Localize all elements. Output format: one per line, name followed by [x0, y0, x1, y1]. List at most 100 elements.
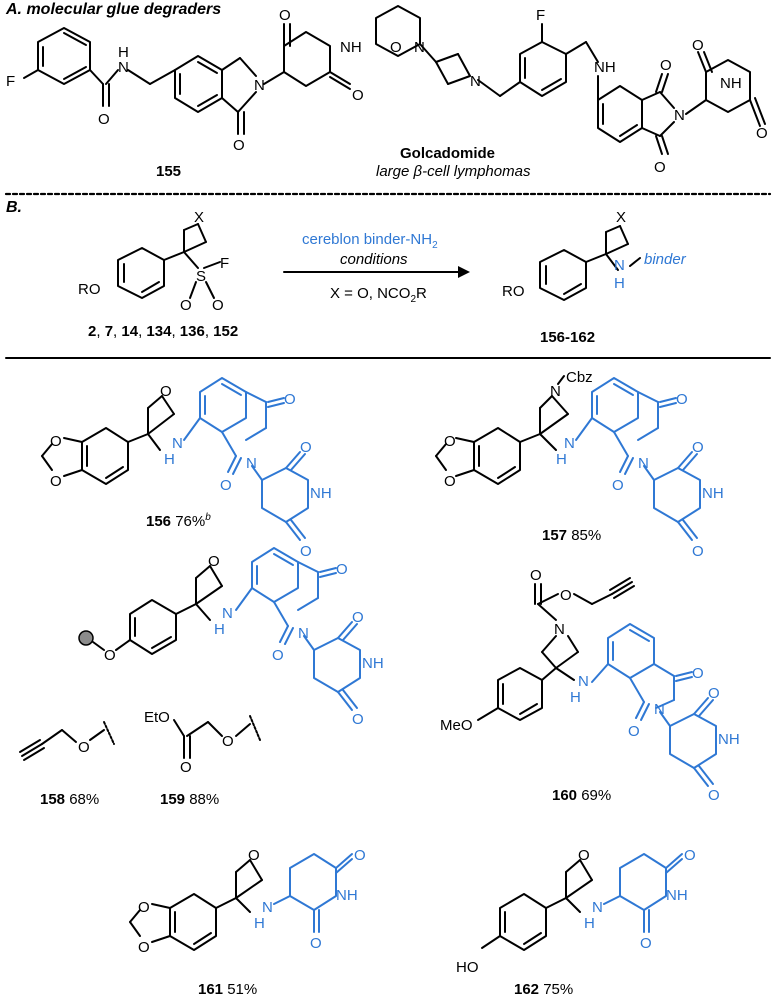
atom-NH-155: NH [340, 39, 362, 56]
atom-O-162-oxetane: O [578, 847, 590, 864]
atom-O-157-diox2: O [444, 473, 456, 490]
compound-155-structure: F O N H N O O NH O [6, 7, 364, 154]
glutarimide-moiety-161: O NH O [273, 847, 366, 952]
atom-O-158-c1: O [336, 561, 348, 578]
atom-RO-product: RO [502, 283, 525, 300]
atom-NH-161: NH [336, 887, 358, 904]
compound-160-structure: O O N MeO N H [440, 567, 635, 734]
atom-H-158: H [214, 621, 225, 638]
atom-H-product: H [614, 275, 625, 292]
atom-O-golcadomide-1: O [660, 57, 672, 74]
atom-NH-158: NH [362, 655, 384, 672]
atom-N-162: N [592, 899, 603, 916]
atom-H-155: H [118, 44, 129, 61]
atom-O-156-c1: O [284, 391, 296, 408]
atom-NH-157: NH [702, 485, 724, 502]
label-161: 161 51% [198, 981, 257, 998]
atom-NH-golcadomide-imide: NH [720, 75, 742, 92]
atom-O-155-amide: O [98, 111, 110, 128]
atom-O-161-diox2: O [138, 939, 150, 956]
atom-O-157-c2: O [612, 477, 624, 494]
atom-O-160-c3: O [708, 685, 720, 702]
atom-N-157: N [564, 435, 575, 452]
compound-162-structure: HO O N H [456, 847, 603, 976]
atom-F-sm: F [220, 255, 229, 272]
atom-N-160-azetidine: N [554, 621, 565, 638]
reagent-line-2: conditions [340, 251, 408, 268]
atom-N-155-ring: N [254, 77, 265, 94]
thalidomide-moiety-156: O N O O NH O [183, 377, 332, 560]
atom-O-161-c2: O [310, 935, 322, 952]
atom-O-ester-carbonyl: O [180, 759, 192, 776]
atom-X-product: X [616, 209, 626, 226]
atom-O-158-oxetane: O [208, 553, 220, 570]
atom-S-sm: S [196, 268, 206, 285]
compound-161-structure: O O O N H [129, 847, 273, 956]
atom-N-160: N [578, 673, 589, 690]
atom-O-golcadomide-3: O [692, 37, 704, 54]
atom-F-155: F [6, 73, 15, 90]
atom-N-product: N [614, 257, 625, 274]
atom-O-158-c2: O [272, 647, 284, 664]
atom-O-157-diox1: O [444, 433, 456, 450]
atom-EtO: EtO [144, 709, 170, 726]
atom-O-158-c4: O [352, 711, 364, 728]
atom-O-ester-ether: O [222, 733, 234, 750]
atom-O-160-c1: O [692, 665, 704, 682]
atom-N-158: N [222, 605, 233, 622]
atom-O-156-c3: O [300, 439, 312, 456]
atom-O-160-ester: O [560, 587, 572, 604]
atom-NH-160: NH [718, 731, 740, 748]
reagent-line-1: cereblon binder-NH2 [302, 231, 438, 251]
atom-O-156-diox2: O [50, 473, 62, 490]
atom-O-162-c1: O [684, 847, 696, 864]
atom-N-156: N [172, 435, 183, 452]
starting-material-structure: X S F O O RO [78, 209, 229, 314]
atom-N-157-azetidine: N [550, 383, 561, 400]
compound-158-159-structure: O O N H [78, 553, 233, 664]
reagent-x-condition: X = O, NCO2R [330, 285, 427, 305]
atom-O-160-carbonyl: O [530, 567, 542, 584]
atom-F-golcadomide: F [536, 7, 545, 24]
atom-O-160-c2: O [628, 723, 640, 740]
atom-H-157: H [556, 451, 567, 468]
atom-N-155: N [118, 59, 129, 76]
atom-H-161: H [254, 915, 265, 932]
atom-HO-162: HO [456, 959, 479, 976]
atom-O-158-ether: O [104, 647, 116, 664]
atom-O-156-oxetane: O [160, 383, 172, 400]
atom-O-157-c3: O [692, 439, 704, 456]
atom-N-158-imide: N [298, 625, 309, 642]
atom-H-160: H [570, 689, 581, 706]
atom-NH-156: NH [310, 485, 332, 502]
golcadomide-structure: O N N F NH N O O O NH O [375, 5, 768, 176]
propargyl-substituent: O [19, 721, 115, 761]
atom-O-162-c2: O [640, 935, 652, 952]
label-160: 160 69% [552, 787, 611, 804]
compound-156-structure: O O O N H [41, 383, 183, 490]
atom-O-156-c4: O [300, 543, 312, 560]
atom-O-156-diox1: O [50, 433, 62, 450]
atom-O-propargyl: O [78, 739, 90, 756]
label-159: 159 88% [160, 791, 219, 808]
atom-O-161-c1: O [354, 847, 366, 864]
compound-157-structure: N Cbz O O N H [435, 369, 593, 490]
atom-RO-sm: RO [78, 281, 101, 298]
atom-O-155-imide2: O [352, 87, 364, 104]
atom-N-156-imide: N [246, 455, 257, 472]
atom-O-160-c4: O [708, 787, 720, 804]
atom-O-golcadomide-4: O [756, 125, 768, 142]
atom-N-160-imide: N [654, 701, 665, 718]
atom-O-sm-2: O [212, 297, 224, 314]
label-golcadomide: Golcadomide [400, 145, 495, 162]
atom-O-161-oxetane: O [248, 847, 260, 864]
label-162: 162 75% [514, 981, 573, 998]
reaction-arrow-head [458, 266, 470, 278]
label-157: 157 85% [542, 527, 601, 544]
atom-O-158-c3: O [352, 609, 364, 626]
atom-O-156-c2: O [220, 477, 232, 494]
ester-substituent: EtO O O [144, 709, 261, 776]
atom-O-morpholine: O [390, 39, 402, 56]
